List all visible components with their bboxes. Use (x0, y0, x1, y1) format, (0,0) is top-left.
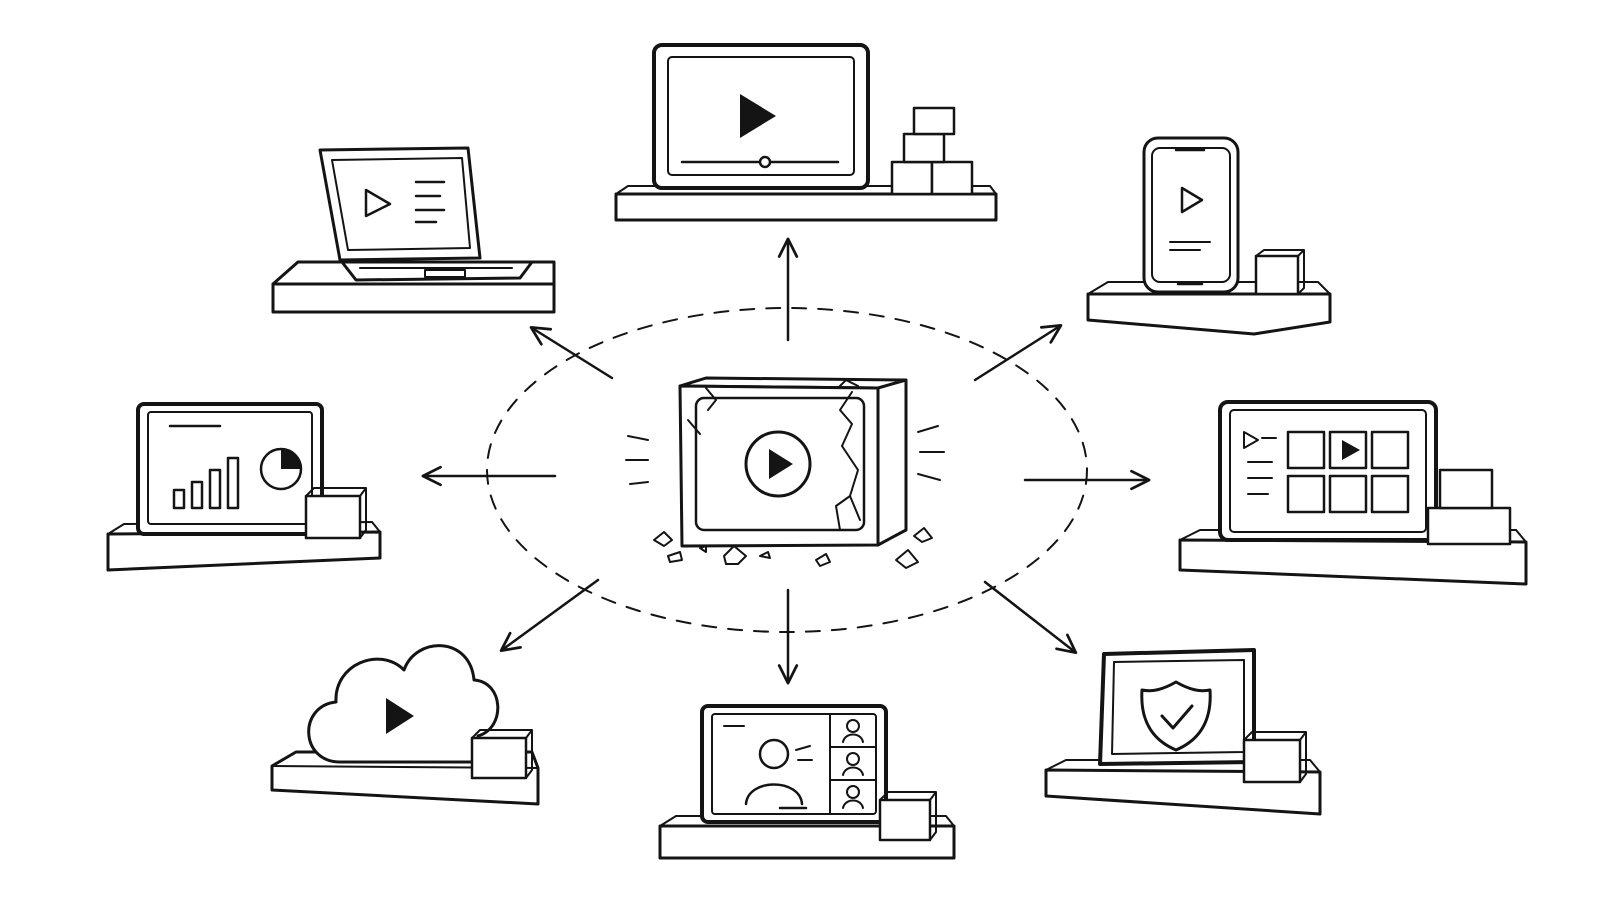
arrow-bottom-left (499, 578, 600, 653)
arrows (421, 237, 1151, 685)
cloud-video-icon (270, 644, 540, 806)
video-monitor-icon (614, 43, 998, 222)
video-conference-icon (658, 704, 956, 860)
analytics-dashboard-icon (106, 402, 382, 572)
arrow-bottom-right (983, 580, 1078, 655)
arrow-top-right (973, 324, 1063, 382)
video-gallery-tablet-icon (1178, 400, 1528, 586)
laptop-video-icon (271, 146, 556, 314)
cracked-video-block-icon (625, 376, 945, 569)
security-shield-icon (1044, 648, 1322, 816)
arrow-top-left (529, 326, 614, 380)
smartphone-video-icon (1086, 136, 1332, 336)
